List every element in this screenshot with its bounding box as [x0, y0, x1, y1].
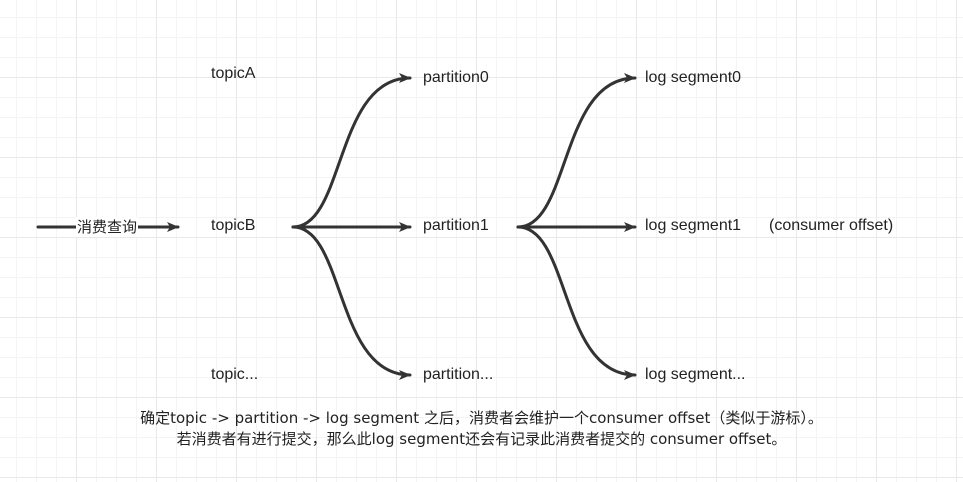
caption-line-1: 确定topic -> partition -> log segment 之后，消…: [140, 409, 823, 427]
edge-topicb-partition-more: [291, 225, 412, 380]
log-segment1-label: log segment1: [645, 217, 742, 234]
edge-topicb-partition0: [291, 73, 412, 229]
caption-line-2: 若消费者有进行提交，那么此log segment还会有记录此消费者提交的 con…: [176, 430, 787, 448]
topic-b-label: topicB: [211, 217, 256, 234]
edge-partition1-segment0: [516, 73, 637, 229]
edge-partition1-segment-more: [516, 225, 637, 380]
partition1-label: partition1: [423, 217, 489, 234]
partition0-label: partition0: [423, 69, 489, 86]
log-segment0-label: log segment0: [645, 69, 742, 86]
consumer-offset-note: (consumer offset): [769, 217, 894, 234]
topic-more-label: topic...: [211, 366, 259, 383]
query-label: 消费查询: [76, 217, 139, 237]
topic-a-label: topicA: [211, 65, 256, 82]
log-segment-more-label: log segment...: [645, 366, 746, 383]
partition-more-label: partition...: [423, 366, 494, 383]
